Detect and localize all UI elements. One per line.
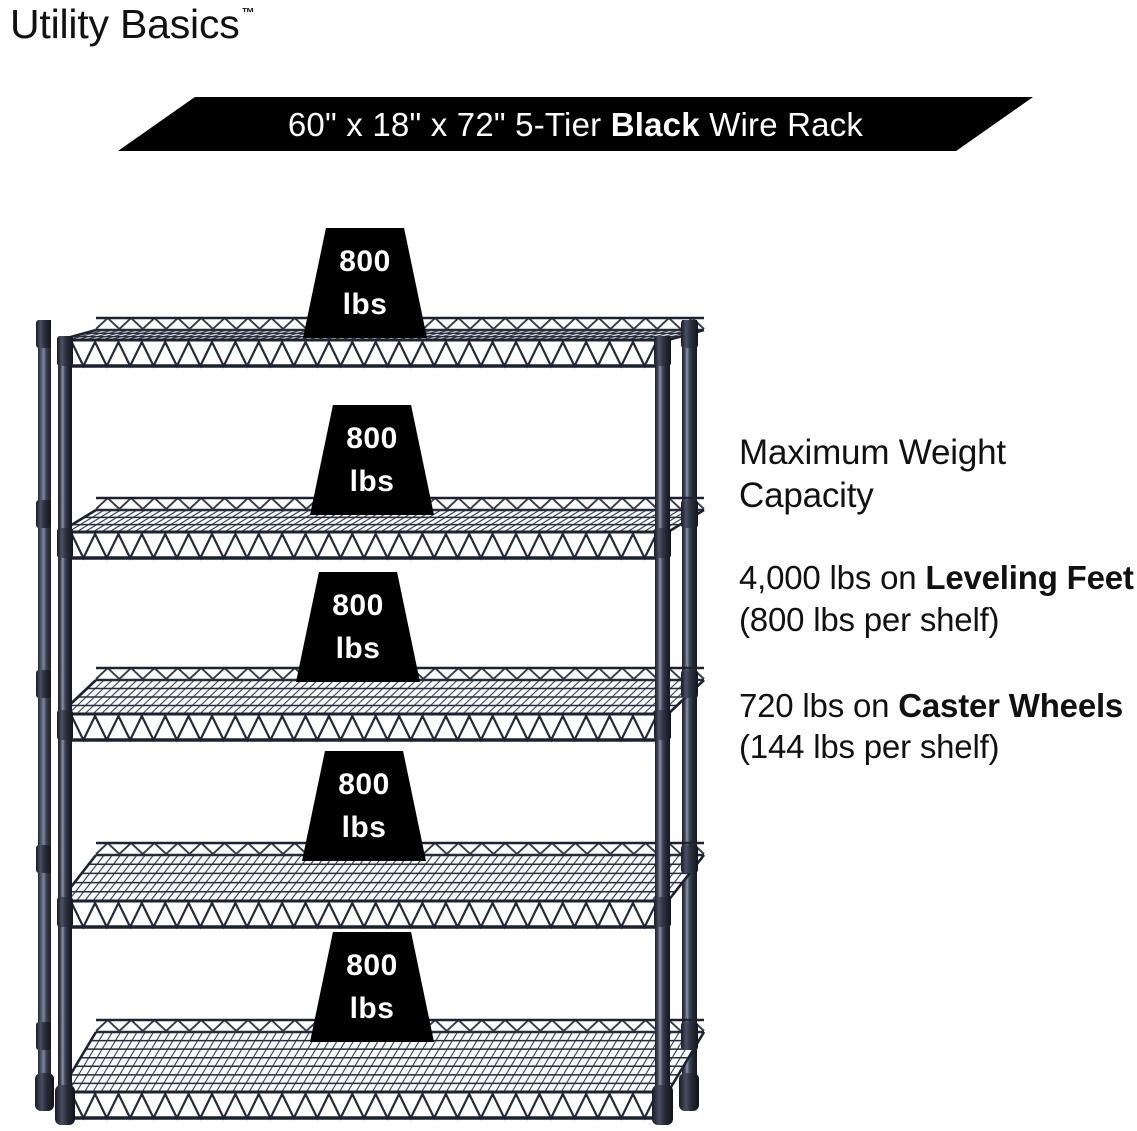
leveling-feet-tail: (800 lbs per shelf) xyxy=(739,600,1000,638)
leveling-feet-bold: Leveling Feet xyxy=(925,559,1134,597)
leveling-feet-capacity: 4,000 lbs on Leveling Feet (800 lbs per … xyxy=(739,557,1137,640)
caster-wheels-tail: (144 lbs per shelf) xyxy=(739,728,1000,766)
shelf-2 xyxy=(59,496,705,561)
post-collar xyxy=(654,897,671,927)
banner-text-tail: Wire Rack xyxy=(699,105,864,143)
leveling-feet-lead: 4,000 lbs on xyxy=(739,559,926,597)
post-collar xyxy=(36,500,51,528)
leveling-feet xyxy=(35,1073,699,1125)
product-title-banner: 60" x 18" x 72" 5-Tier Black Wire Rack xyxy=(118,97,1033,151)
trademark-symbol: ™ xyxy=(241,5,255,20)
shelf-4 xyxy=(58,841,706,930)
post-collar xyxy=(681,1022,698,1050)
post-collar xyxy=(681,845,698,873)
post-collar xyxy=(36,320,51,348)
caster-wheels-bold: Caster Wheels xyxy=(898,686,1124,724)
capacity-copy-block: Maximum Weight Capacity 4,000 lbs on Lev… xyxy=(739,432,1137,767)
shelf-1 xyxy=(59,316,705,369)
banner-text-bold: Black xyxy=(610,105,700,143)
brand-wordmark: Utility Basics ™ xyxy=(10,1,255,47)
brand-name: Utility Basics xyxy=(10,1,240,47)
rack-shelves xyxy=(58,316,706,1121)
post-collar xyxy=(681,320,698,348)
wire-rack-illustration xyxy=(0,180,740,1131)
post-collar xyxy=(36,845,51,873)
post-collar xyxy=(654,710,671,740)
caster-wheels-lead: 720 lbs on xyxy=(739,686,899,724)
post-collar xyxy=(57,897,73,927)
post-collar xyxy=(36,1022,51,1050)
capacity-heading: Maximum Weight Capacity xyxy=(739,433,1006,515)
banner-text-lead: 60" x 18" x 72" 5-Tier xyxy=(287,105,611,143)
post-collar xyxy=(681,500,698,528)
post-collar xyxy=(681,670,698,698)
post-collar xyxy=(654,528,671,558)
post-collar xyxy=(57,336,73,366)
post-collar xyxy=(36,670,51,698)
post-collar xyxy=(57,528,73,558)
shelf-5 xyxy=(58,1018,706,1121)
post-collar xyxy=(654,336,671,366)
post-collar xyxy=(57,710,73,740)
shelf-3 xyxy=(59,666,705,743)
wire-rack-svg xyxy=(35,316,706,1125)
product-title-text: 60" x 18" x 72" 5-Tier Black Wire Rack xyxy=(288,108,863,141)
caster-wheels-capacity: 720 lbs on Caster Wheels (144 lbs per sh… xyxy=(739,685,1137,768)
